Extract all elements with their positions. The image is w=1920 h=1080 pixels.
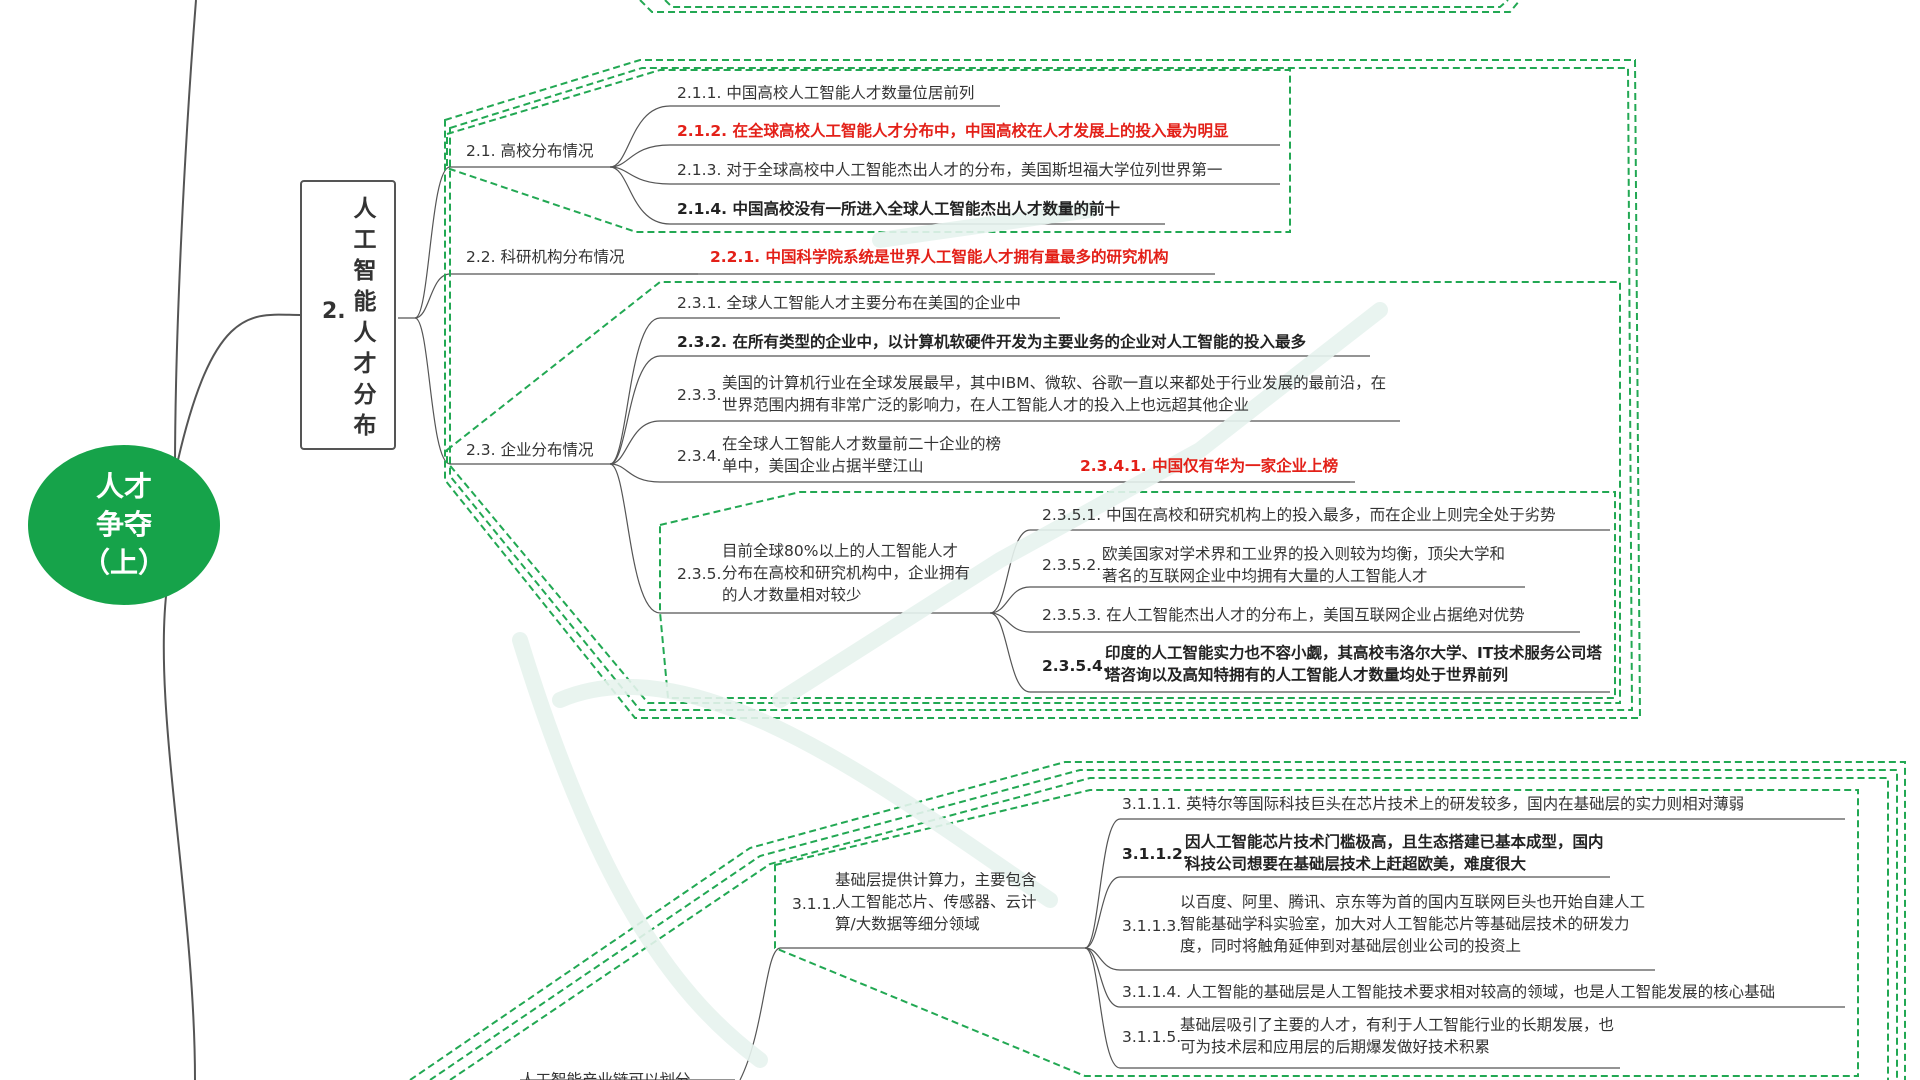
node-2-3-5-3-num: 2.3.5.3.	[1042, 606, 1102, 624]
node-2-2-label: 科研机构分布情况	[500, 248, 625, 266]
node-2-3-1[interactable]: 2.3.1. 全球人工智能人才主要分布在美国的企业中	[677, 292, 1021, 314]
top-group-border	[639, 0, 1521, 13]
node-3-1-1-1[interactable]: 3.1.1.1. 英特尔等国际科技巨头在芯片技术上的研发较多，国内在基础层的实力…	[1122, 793, 1744, 815]
node-3-1-1-4-text: 人工智能的基础层是人工智能技术要求相对较高的领域，也是人工智能发展的核心基础	[1186, 983, 1776, 1001]
node-2-2-num: 2.2.	[466, 248, 496, 266]
node-2-3-5-text: 目前全球80%以上的人工智能人才分布在高校和研究机构中，企业拥有的人才数量相对较…	[722, 542, 971, 604]
node-2-3-1-text: 全球人工智能人才主要分布在美国的企业中	[726, 294, 1021, 312]
node-2-2-1[interactable]: 2.2.1. 中国科学院系统是世界人工智能人才拥有量最多的研究机构	[710, 246, 1168, 268]
node-2-3-5-2-text: 欧美国家对学术界和工业界的投入则较为均衡，顶尖大学和著名的互联网企业中均拥有大量…	[1102, 545, 1506, 585]
node-2-3[interactable]: 2.3. 企业分布情况	[466, 439, 594, 461]
node-2-1-4-text: 中国高校没有一所进入全球人工智能杰出人才数量的前十	[732, 200, 1120, 218]
section-2-node[interactable]: 2. 人工智能人才分布	[300, 180, 396, 450]
trunk-lower-line	[162, 579, 196, 1080]
watermark	[512, 202, 1388, 1068]
node-2-1-num: 2.1.	[466, 142, 496, 160]
node-2-3-4-text: 在全球人工智能人才数量前二十企业的榜单中，美国企业占据半壁江山	[722, 435, 1002, 475]
node-2-1-label: 高校分布情况	[500, 142, 594, 160]
node-2-3-5-1-text: 中国在高校和研究机构上的投入最多，而在企业上则完全处于劣势	[1106, 506, 1556, 524]
node-2-1-1-text: 中国高校人工智能人才数量位居前列	[726, 84, 975, 102]
node-2-3-4-num: 2.3.4.	[677, 447, 722, 465]
node-2-3-3-num: 2.3.3.	[677, 386, 722, 404]
node-2-3-5-3[interactable]: 2.3.5.3. 在人工智能杰出人才的分布上，美国互联网企业占据绝对优势	[1042, 604, 1525, 626]
node-3-1-1-5-num: 3.1.1.5.	[1122, 1028, 1182, 1046]
node-3-1-label[interactable]: 人工智能产业链可以划分	[520, 1071, 691, 1080]
node-2-3-5-1[interactable]: 2.3.5.1. 中国在高校和研究机构上的投入最多，而在企业上则完全处于劣势	[1042, 504, 1556, 526]
node-2-3-1-num: 2.3.1.	[677, 294, 722, 312]
node-2-1[interactable]: 2.1. 高校分布情况	[466, 140, 594, 162]
node-2-1-3-num: 2.1.3.	[677, 161, 722, 179]
trunk-upper-line	[174, 0, 197, 471]
node-2-1-2[interactable]: 2.1.2. 在全球高校人工智能人才分布中，中国高校在人才发展上的投入最为明显	[677, 120, 1228, 142]
node-2-2-1-num: 2.2.1.	[710, 248, 761, 266]
group-2-3-5	[659, 491, 1616, 699]
node-2-3-5-1-num: 2.3.5.1.	[1042, 506, 1102, 524]
node-3-1-1-num: 3.1.1.	[792, 895, 837, 913]
node-3-1-1-4[interactable]: 3.1.1.4. 人工智能的基础层是人工智能技术要求相对较高的领域，也是人工智能…	[1122, 981, 1775, 1003]
root-node[interactable]: 人才 争夺 （上）	[28, 445, 220, 605]
node-2-1-3[interactable]: 2.1.3. 对于全球高校中人工智能杰出人才的分布，美国斯坦福大学位列世界第一	[677, 159, 1222, 181]
node-2-2-1-text: 中国科学院系统是世界人工智能人才拥有量最多的研究机构	[765, 248, 1169, 266]
node-2-3-5-4-text: 印度的人工智能实力也不容小觑，其高校韦洛尔大学、IT技术服务公司塔塔咨询以及高知…	[1105, 644, 1602, 684]
node-2-1-4-num: 2.1.4.	[677, 200, 728, 218]
node-2-3-2-num: 2.3.2.	[677, 333, 728, 351]
node-2-3-4-1-num: 2.3.4.1.	[1080, 457, 1147, 475]
node-2-1-1-num: 2.1.1.	[677, 84, 722, 102]
node-3-1-1-2-num: 3.1.1.2.	[1122, 845, 1189, 863]
node-3-1-1-5-text: 基础层吸引了主要的人才，有利于人工智能行业的长期发展，也可为技术层和应用层的后期…	[1180, 1016, 1615, 1056]
node-2-1-3-text: 对于全球高校中人工智能杰出人才的分布，美国斯坦福大学位列世界第一	[726, 161, 1223, 179]
node-2-1-2-text: 在全球高校人工智能人才分布中，中国高校在人才发展上的投入最为明显	[732, 122, 1229, 140]
node-2-3-5-2-num: 2.3.5.2.	[1042, 556, 1102, 574]
node-2-1-4[interactable]: 2.1.4. 中国高校没有一所进入全球人工智能杰出人才数量的前十	[677, 198, 1120, 220]
node-2-3-2[interactable]: 2.3.2. 在所有类型的企业中，以计算机软硬件开发为主要业务的企业对人工智能的…	[677, 331, 1306, 353]
group-2-1	[446, 69, 1291, 233]
node-2-3-num: 2.3.	[466, 441, 496, 459]
node-3-1-1-1-text: 英特尔等国际科技巨头在芯片技术上的研发较多，国内在基础层的实力则相对薄弱	[1186, 795, 1745, 813]
sec2-outer-group	[444, 59, 1642, 719]
node-3-1-1-1-num: 3.1.1.1.	[1122, 795, 1182, 813]
node-2-2[interactable]: 2.2. 科研机构分布情况	[466, 246, 625, 268]
branch-to-sec2	[177, 313, 301, 461]
node-2-3-3-text: 美国的计算机行业在全球发展最早，其中IBM、微软、谷歌一直以来都处于行业发展的最…	[722, 374, 1387, 414]
node-3-1-1-4-num: 3.1.1.4.	[1122, 983, 1182, 1001]
node-3-1-1-3-num: 3.1.1.3.	[1122, 917, 1182, 935]
node-2-1-2-num: 2.1.2.	[677, 122, 728, 140]
node-2-3-2-text: 在所有类型的企业中，以计算机软硬件开发为主要业务的企业对人工智能的投入最多	[732, 333, 1306, 351]
node-2-3-label: 企业分布情况	[500, 441, 594, 459]
node-2-3-5-num: 2.3.5.	[677, 565, 722, 583]
sec3-outer-group	[409, 761, 1906, 1080]
node-2-3-5-4-num: 2.3.5.4.	[1042, 657, 1109, 675]
node-3-1-1-2-text: 因人工智能芯片技术门槛极高，且生态搭建已基本成型，国内科技公司想要在基础层技术上…	[1185, 833, 1604, 873]
section-2-number: 2.	[322, 299, 346, 324]
node-3-1-1-text: 基础层提供计算力，主要包含人工智能芯片、传感器、云计算/大数据等细分领域	[835, 871, 1037, 933]
node-2-3-4-1-text: 中国仅有华为一家企业上榜	[1152, 457, 1339, 475]
node-3-1-1-3-text: 以百度、阿里、腾讯、京东等为首的国内互联网巨头也开始自建人工智能基础学科实验室，…	[1180, 893, 1646, 955]
node-2-3-5-3-text: 在人工智能杰出人才的分布上，美国互联网企业占据绝对优势	[1106, 606, 1525, 624]
section-2-title: 人工智能人才分布	[353, 196, 377, 439]
node-2-3-4-1[interactable]: 2.3.4.1. 中国仅有华为一家企业上榜	[1080, 455, 1338, 477]
node-2-1-1[interactable]: 2.1.1. 中国高校人工智能人才数量位居前列	[677, 82, 974, 104]
group-3-1-1	[774, 789, 1859, 1077]
group-2-3	[446, 281, 1621, 704]
